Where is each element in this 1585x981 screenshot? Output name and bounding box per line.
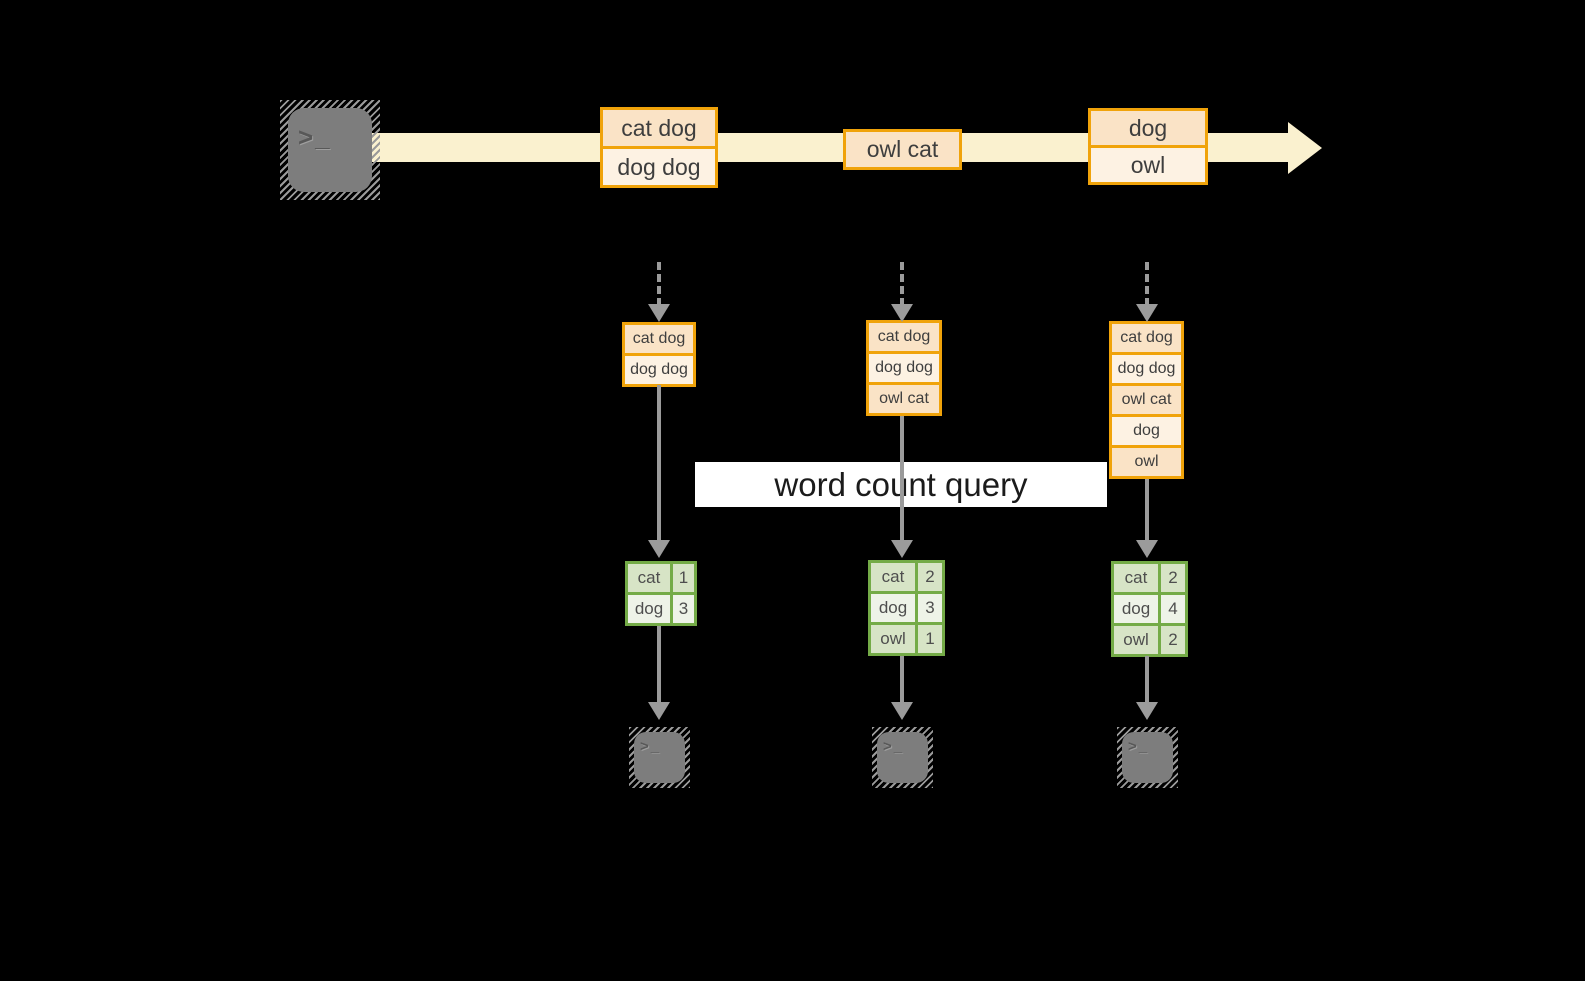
count-table-3: cat 2 dog 4 owl 2	[1111, 561, 1188, 657]
output-line-2	[900, 656, 904, 702]
count-value-cell: 1	[673, 564, 694, 592]
output-line-1	[657, 626, 661, 702]
stream-message-line: dog	[1091, 111, 1205, 145]
count-value-cell: 2	[918, 563, 942, 591]
output-arrowhead-2-icon	[891, 702, 913, 720]
connector-arrowhead-3-icon	[1136, 540, 1158, 558]
connector-arrowhead-2-icon	[891, 540, 913, 558]
count-word-cell: dog	[1114, 595, 1158, 623]
output-arrowhead-3-icon	[1136, 702, 1158, 720]
consumer-1-buffer: cat dog dog dog	[622, 322, 696, 387]
stream-message-3: dog owl	[1088, 108, 1208, 185]
buffer-row: dog	[1112, 417, 1181, 445]
output-terminal-3-icon: >_	[1117, 727, 1178, 788]
connector-arrowhead-1-icon	[648, 540, 670, 558]
terminal-icon-body	[1122, 732, 1173, 783]
buffer-row: cat dog	[1112, 324, 1181, 352]
count-word-cell: cat	[1114, 564, 1158, 592]
terminal-prompt-glyph: >_	[1128, 738, 1150, 755]
dashed-arrow-line-3	[1145, 262, 1149, 306]
output-arrowhead-1-icon	[648, 702, 670, 720]
count-table-2: cat 2 dog 3 owl 1	[868, 560, 945, 656]
connector-line-2	[900, 416, 904, 540]
count-value-cell: 2	[1161, 626, 1185, 654]
stream-message-line: owl	[1091, 148, 1205, 182]
stream-message-1: cat dog dog dog	[600, 107, 718, 188]
output-terminal-2-icon: >_	[872, 727, 933, 788]
dashed-arrowhead-3-icon	[1136, 304, 1158, 322]
source-terminal-icon: >_	[280, 100, 380, 200]
count-word-cell: cat	[871, 563, 915, 591]
dashed-arrowhead-1-icon	[648, 304, 670, 322]
count-value-cell: 3	[673, 595, 694, 623]
count-word-cell: dog	[871, 594, 915, 622]
stream-message-2: owl cat	[843, 129, 962, 170]
terminal-prompt-glyph: >_	[298, 122, 332, 152]
consumer-2-buffer: cat dog dog dog owl cat	[866, 320, 942, 416]
output-terminal-1-icon: >_	[629, 727, 690, 788]
buffer-row: cat dog	[869, 323, 939, 351]
count-value-cell: 4	[1161, 595, 1185, 623]
terminal-icon-body	[634, 732, 685, 783]
count-word-cell: cat	[628, 564, 670, 592]
count-table-1: cat 1 dog 3	[625, 561, 697, 626]
count-value-cell: 3	[918, 594, 942, 622]
stream-message-line: dog dog	[603, 149, 715, 185]
buffer-row: cat dog	[625, 325, 693, 353]
terminal-prompt-glyph: >_	[640, 738, 662, 755]
buffer-row: owl cat	[869, 385, 939, 413]
count-word-cell: owl	[1114, 626, 1158, 654]
count-word-cell: owl	[871, 625, 915, 653]
output-line-3	[1145, 656, 1149, 702]
buffer-row: owl cat	[1112, 386, 1181, 414]
consumer-3-buffer: cat dog dog dog owl cat dog owl	[1109, 321, 1184, 479]
stream-message-line: cat dog	[603, 110, 715, 146]
dashed-arrowhead-2-icon	[891, 304, 913, 322]
dashed-arrow-line-1	[657, 262, 661, 306]
stream-message-line: owl cat	[846, 132, 959, 167]
buffer-row: dog dog	[1112, 355, 1181, 383]
count-word-cell: dog	[628, 595, 670, 623]
dashed-arrow-line-2	[900, 262, 904, 306]
stream-arrowhead-icon	[1288, 122, 1322, 174]
terminal-prompt-glyph: >_	[883, 738, 905, 755]
count-value-cell: 1	[918, 625, 942, 653]
buffer-row: dog dog	[869, 354, 939, 382]
terminal-icon-body	[288, 108, 372, 192]
buffer-row: owl	[1112, 448, 1181, 476]
connector-line-3	[1145, 479, 1149, 540]
buffer-row: dog dog	[625, 356, 693, 384]
count-value-cell: 2	[1161, 564, 1185, 592]
connector-line-1	[657, 385, 661, 540]
terminal-icon-body	[877, 732, 928, 783]
